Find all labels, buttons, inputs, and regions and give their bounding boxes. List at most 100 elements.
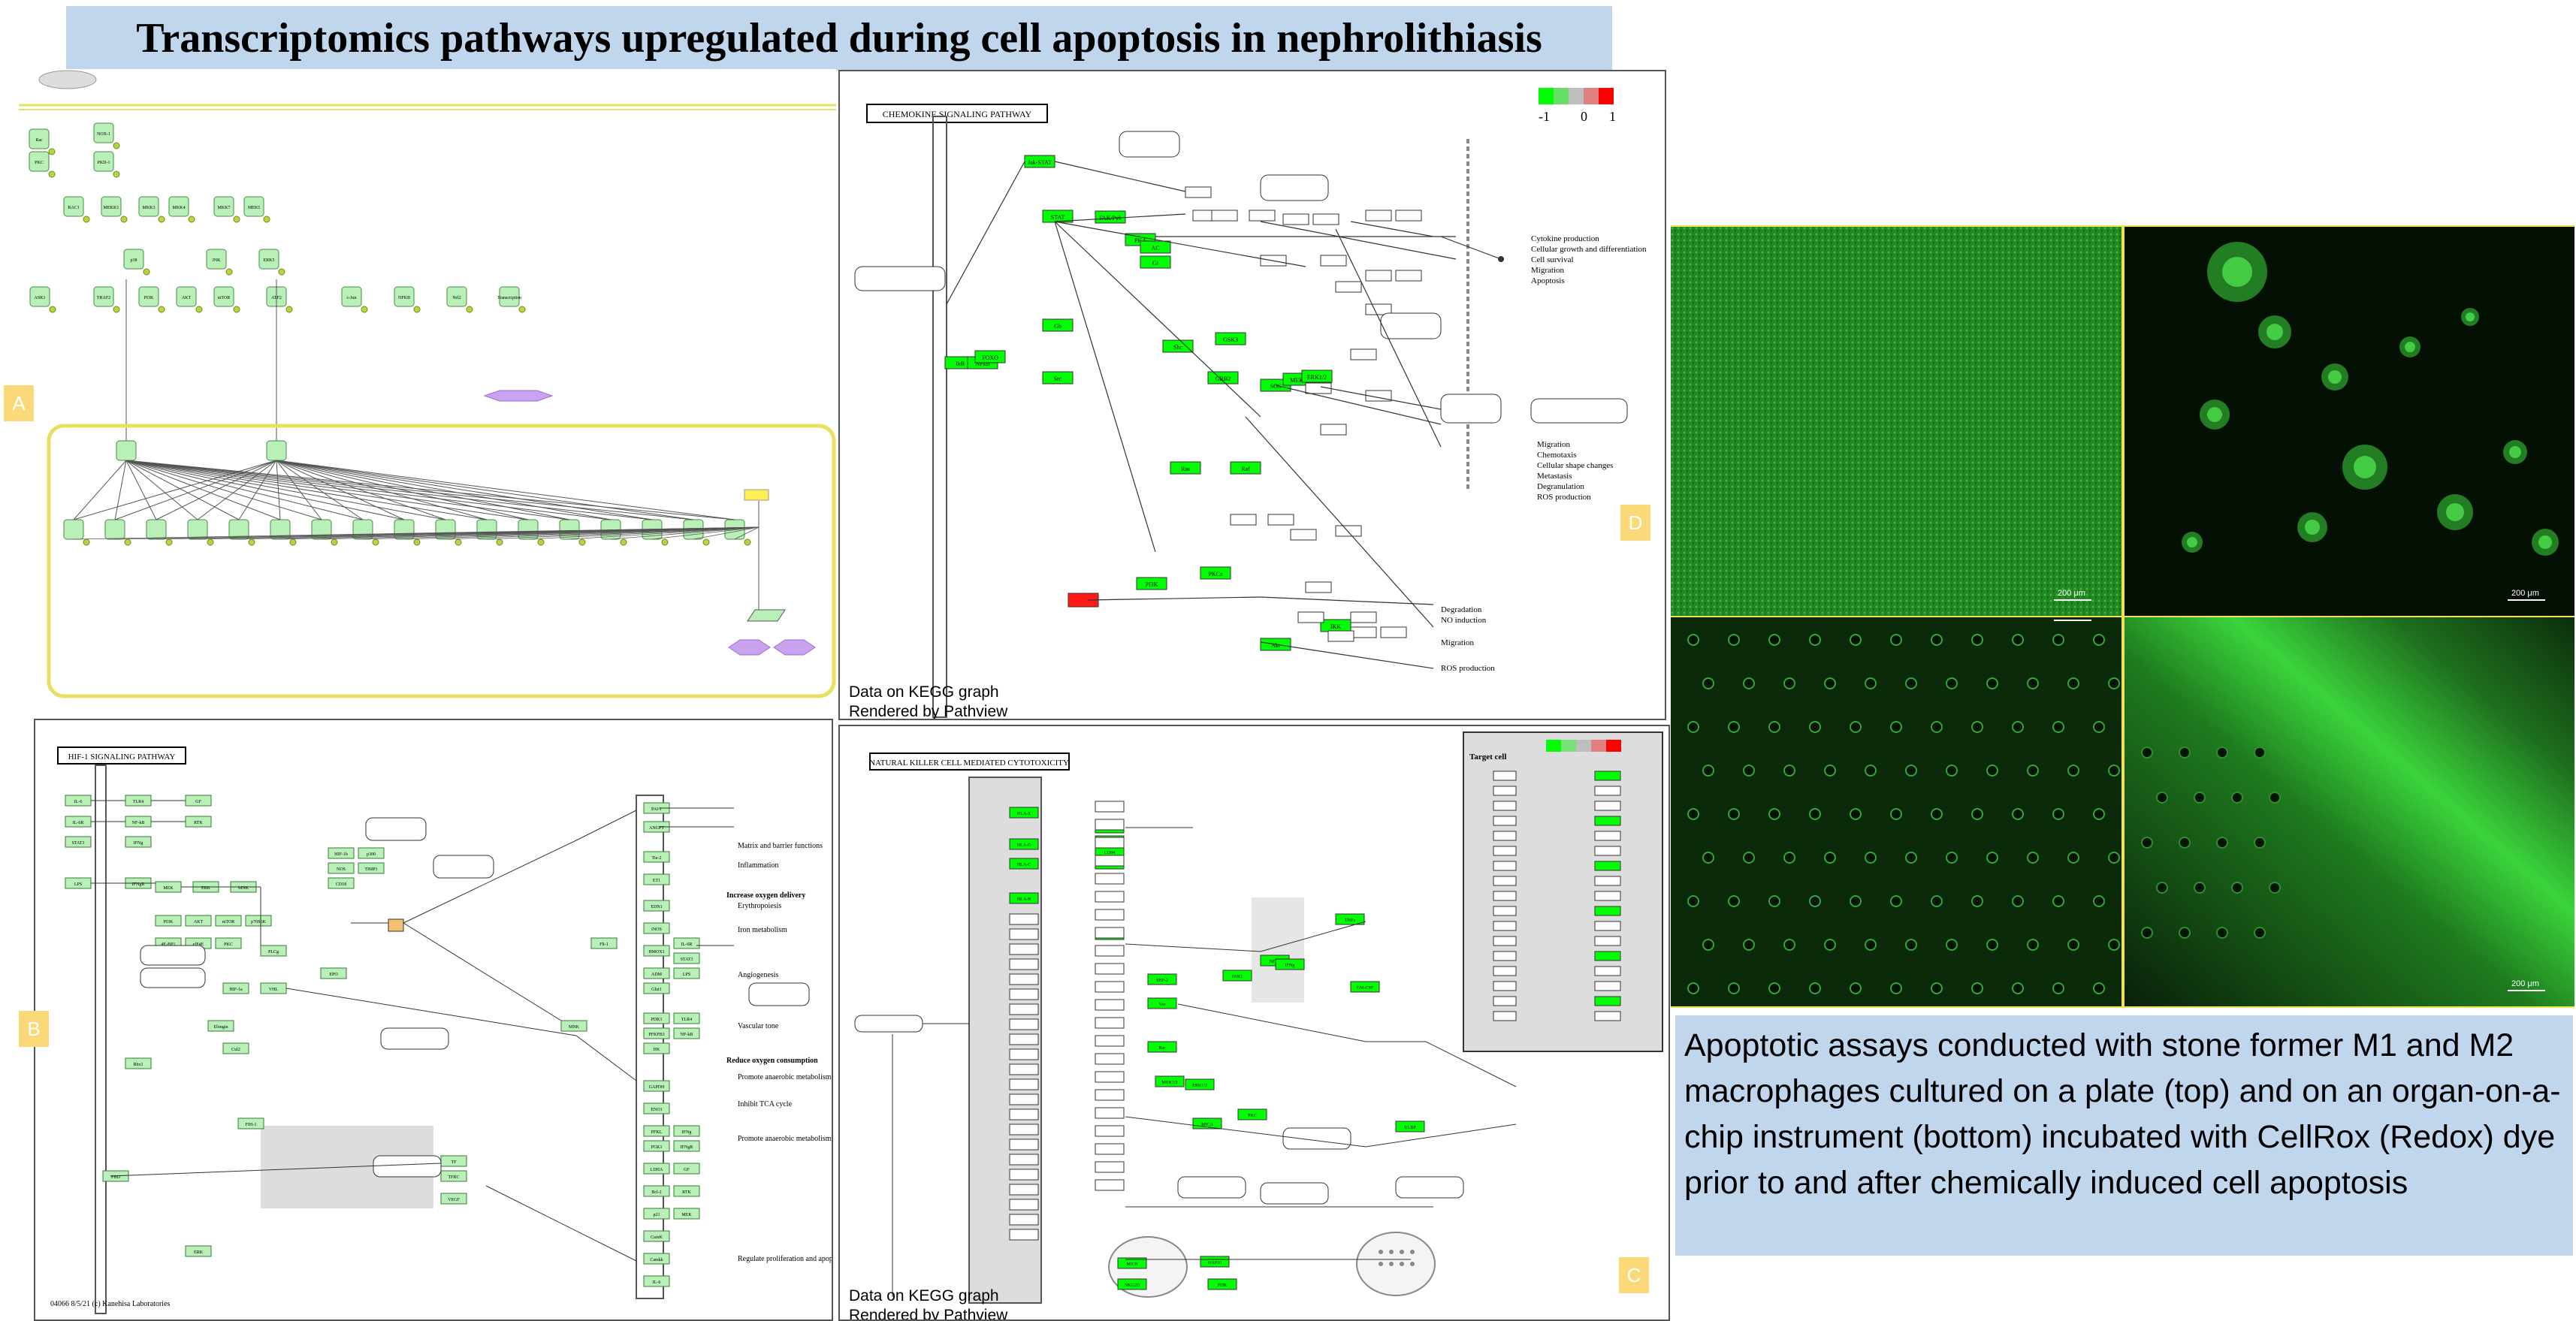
gene-box [125,1057,152,1069]
gene-label: Bcl-2 [651,1190,661,1195]
gene-box-green [1200,566,1231,580]
gene-label: MNK [569,1025,580,1030]
svg-text:Inflammation: Inflammation [738,861,778,870]
svg-text:Degradation: Degradation [1441,605,1482,614]
panel-c-footer: Data on KEGG graph Rendered by Pathview [849,1286,1007,1319]
footer-line-2: Rendered by Pathview [849,703,1008,720]
legend-tick-max: 1 [1609,109,1616,124]
svg-text:Promote anaerobic metabolism: Promote anaerobic metabolism [738,1073,832,1081]
inset-title: Target cell [1469,752,1506,762]
gene-label: TFRC [448,1175,459,1180]
gene-box [185,1245,212,1257]
gene-box-green [1140,255,1171,269]
svg-text:NO induction: NO induction [1441,616,1487,625]
gene-label: HMOX1 [648,950,664,955]
pathway-title-box [866,104,1048,123]
scale-label-1: 200 μm [2058,589,2085,598]
gene-label: LDHA [651,1168,663,1172]
gene-label: Elongin [214,1025,228,1030]
gene-label: RTK [194,821,203,825]
gene-box [207,1020,234,1032]
svg-text:Vascular tone: Vascular tone [738,1022,779,1030]
gene-box [673,1140,700,1152]
gene-label: PI3K [1218,1283,1228,1288]
node-label: MEK5 [248,206,260,210]
inset-color-legend [1546,740,1621,752]
nucleus-node [146,519,167,540]
gene-label: Vav [1158,1003,1165,1007]
gene-label: SHP-2 [1156,979,1168,983]
panel-letter-c: C [1619,1257,1649,1293]
gene-label: IL-6 [74,800,83,804]
top-node [38,70,97,89]
gene-label: STAT [1051,214,1065,221]
gene-box-green [1230,461,1261,475]
node-label: MKK7 [217,206,230,210]
color-legend: -1 0 1 [1539,88,1616,124]
pathway-node [499,286,520,307]
pathway-node [213,286,234,307]
nk-cell-region [1252,897,1304,1003]
gene-label: TNFa [1345,918,1355,923]
gene-label: PI3K [164,920,174,924]
svg-text:Increase oxygen delivery: Increase oxygen delivery [726,891,805,900]
gene-box-green [1207,1278,1237,1290]
gene-box [643,1253,670,1265]
svg-text:Cellular shape changes: Cellular shape changes [1537,461,1613,470]
gene-box [673,1163,700,1175]
gene-box-green [1009,892,1039,904]
genes-yellow-node [744,489,769,501]
gene-label: GSK3 [1223,336,1238,343]
gene-box [1380,626,1407,638]
gene-box-green [1301,369,1333,383]
gene-label: HLA-E [1017,812,1031,816]
gene-box [1230,514,1257,526]
pathway-node [63,196,84,217]
gene-box-green [1147,973,1177,985]
gene-box [358,862,385,874]
pathway-node [93,286,114,307]
svg-text:Angiogenesis: Angiogenesis [738,971,779,979]
annotation-box [1440,394,1502,424]
gene-label: ENO1 [651,1108,662,1112]
annotation-box [373,1155,442,1178]
gene-box [222,1042,249,1054]
micrograph-top-left [1671,227,2122,616]
gene-label: NFkB [975,360,990,367]
gene-label: HIF-1b [334,852,348,857]
gene-label: Rbx1 [133,1063,143,1067]
gene-label: PKC [1248,1114,1257,1118]
svg-text:Promote anaerobic metabolism: Promote anaerobic metabolism [738,1135,832,1143]
gene-box [185,915,212,927]
panel-d-diagram: CHEMOKINE SIGNALING PATHWAY -1 0 1 Jak-S… [854,88,1647,718]
gene-box-green [1207,371,1239,385]
gene-label: MEK [681,1213,692,1217]
copyright: 04066 8/5/21 (c) Kanehisa Laboratories [50,1300,171,1308]
fluorescent-spots [2182,242,2559,556]
gene-box-green [1147,1041,1177,1053]
gene-box-green [1170,461,1201,475]
gene-box [245,915,272,927]
gene-label: Akt [1271,642,1281,649]
gene-box [643,1080,670,1092]
gene-label: MEK1 [1290,377,1306,384]
gene-label: p70S6K [251,920,266,924]
gene-label: PKCz [1208,571,1223,578]
annotation-box [1177,1176,1246,1199]
pathway-node [168,196,189,217]
gene-label: IFNg [682,1130,692,1135]
gene-label: CD94 [1104,851,1115,855]
gene-label: ERK1/2 [1307,374,1327,381]
gene-box-green [1147,997,1177,1009]
panel-d-chemokine-pathway: CHEMOKINE SIGNALING PATHWAY -1 0 1 Jak-S… [838,70,1666,720]
gene-label: Gi [1152,260,1159,267]
gene-label: FOXO [982,354,998,361]
gene-label: IKK [1330,623,1341,630]
node-label: p38 [131,258,137,263]
gene-box [215,937,242,949]
panel-b-nodes: IL-6IL-6RSTAT3LPSTLR4NF-kBIFNgIFNgRGFRTK… [65,795,810,1287]
gene-label: EPO [329,973,338,977]
svg-text:Inhibit TCA cycle: Inhibit TCA cycle [738,1100,793,1108]
annotation-box [140,967,206,988]
